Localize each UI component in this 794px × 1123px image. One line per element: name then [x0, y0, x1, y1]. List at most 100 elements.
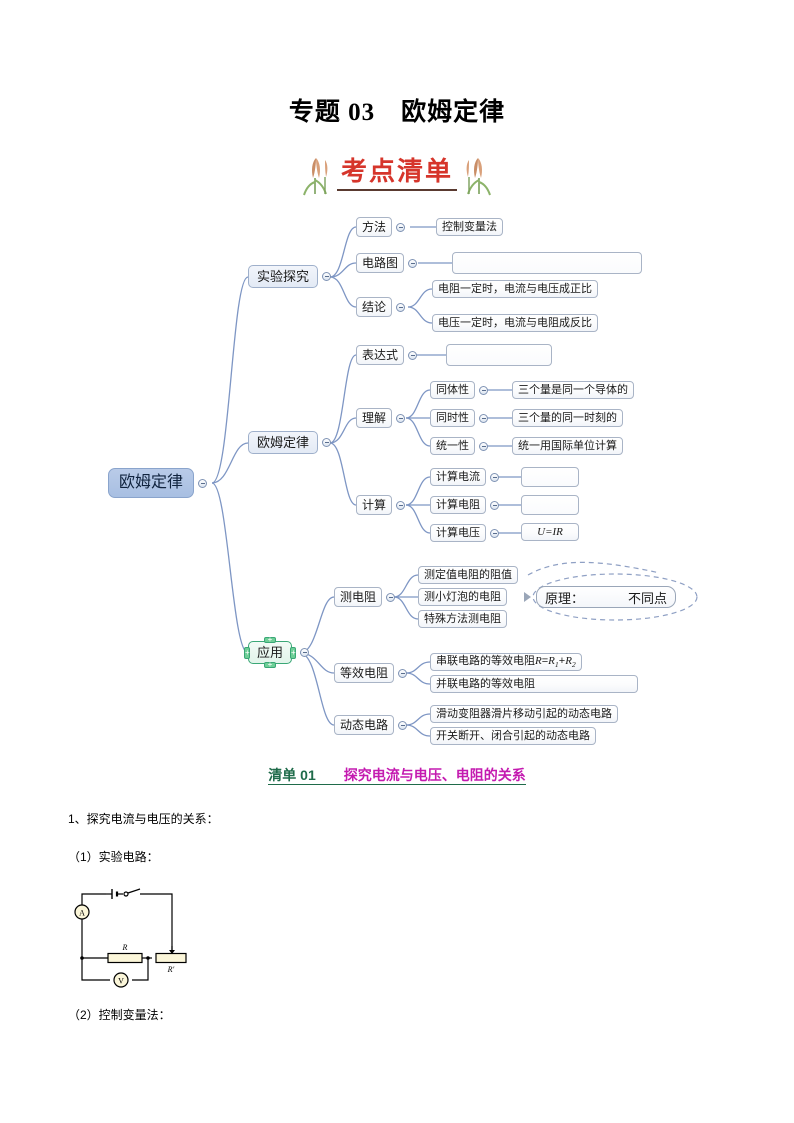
- mindmap-leaf-conclusion-1[interactable]: 电阻一定时，电流与电压成正比: [432, 280, 598, 298]
- node-box[interactable]: 表达式: [356, 345, 405, 365]
- node-box[interactable]: 电路图: [356, 253, 405, 273]
- leaf-box[interactable]: 测定值电阻的阻值: [418, 566, 518, 584]
- mindmap-leaf-calc-voltage[interactable]: U=IR: [521, 523, 579, 541]
- mindmap-node-calc-resistance[interactable]: 计算电阻: [430, 496, 499, 514]
- mindmap-branch-ohms-law[interactable]: 欧姆定律: [248, 431, 332, 454]
- mindmap-node-dynamic-circuit[interactable]: 动态电路: [334, 715, 408, 735]
- leaf-box[interactable]: 电阻一定时，电流与电压成正比: [432, 280, 598, 298]
- collapse-icon[interactable]: [396, 222, 406, 232]
- mindmap-leaf-same-time[interactable]: 三个量的同一时刻的: [512, 409, 623, 427]
- mindmap-leaf-measure-fixed[interactable]: 测定值电阻的阻值: [418, 566, 518, 584]
- mindmap-leaf-unified-units[interactable]: 统一用国际单位计算: [512, 437, 623, 455]
- branch-label-box[interactable]: 实验探究: [248, 265, 319, 288]
- mindmap-node-calc-voltage[interactable]: 计算电压: [430, 524, 499, 542]
- collapse-icon[interactable]: [479, 413, 488, 423]
- mindmap-node-measure-resistance[interactable]: 测电阻: [334, 587, 396, 607]
- mindmap-leaf-calc-resistance[interactable]: [521, 495, 579, 515]
- node-box[interactable]: 等效电阻: [334, 663, 395, 683]
- node-box[interactable]: 方法: [356, 217, 393, 237]
- mindmap-root-node[interactable]: 欧姆定律: [108, 468, 208, 498]
- mindmap-branch-application[interactable]: 应用: [244, 634, 310, 671]
- branch-label-box[interactable]: 应用: [244, 634, 297, 671]
- node-box[interactable]: 统一性: [430, 437, 475, 455]
- node-box[interactable]: 同时性: [430, 409, 475, 427]
- leaf-box[interactable]: [446, 344, 552, 366]
- mindmap-leaf-same-conductor[interactable]: 三个量是同一个导体的: [512, 381, 634, 399]
- mindmap-node-equivalent-resistance[interactable]: 等效电阻: [334, 663, 408, 683]
- mindmap-leaf-formula-empty[interactable]: [446, 344, 552, 366]
- node-box[interactable]: 同体性: [430, 381, 475, 399]
- mindmap-leaf-measure-bulb[interactable]: 测小灯泡的电阻: [418, 588, 507, 606]
- leaf-box[interactable]: [521, 467, 579, 487]
- node-box[interactable]: 计算电流: [430, 468, 486, 486]
- collapse-icon[interactable]: [322, 438, 332, 447]
- collapse-icon[interactable]: [322, 272, 332, 281]
- collapse-icon[interactable]: [398, 720, 408, 730]
- mindmap-node-same-time[interactable]: 同时性: [430, 409, 488, 427]
- leaf-box[interactable]: 特殊方法测电阻: [418, 610, 507, 628]
- collapse-icon[interactable]: [408, 350, 418, 360]
- leaf-box[interactable]: 统一用国际单位计算: [512, 437, 623, 455]
- mindmap-node-unified-units[interactable]: 统一性: [430, 437, 488, 455]
- collapse-icon[interactable]: [479, 385, 488, 395]
- leaf-box[interactable]: [452, 252, 642, 274]
- collapse-icon[interactable]: [396, 302, 406, 312]
- collapse-icon[interactable]: [300, 648, 310, 657]
- collapse-icon[interactable]: [396, 413, 406, 423]
- leaf-box[interactable]: 并联电路的等效电阻: [430, 675, 638, 693]
- mindmap-callout-principle[interactable]: 原理： 不同点: [536, 586, 677, 608]
- resize-handle-bottom[interactable]: [264, 659, 276, 671]
- collapse-icon[interactable]: [396, 500, 406, 510]
- leaf-box[interactable]: 开关断开、闭合引起的动态电路: [430, 727, 596, 745]
- node-box[interactable]: 计算电阻: [430, 496, 486, 514]
- mindmap-leaf-parallel-resistance[interactable]: 并联电路的等效电阻: [430, 675, 638, 693]
- mindmap-node-method[interactable]: 方法: [356, 217, 406, 237]
- mindmap-node-circuit-diagram[interactable]: 电路图: [356, 253, 418, 273]
- leaf-box[interactable]: 滑动变阻器滑片移动引起的动态电路: [430, 705, 618, 723]
- mindmap-leaf-control-variable[interactable]: 控制变量法: [436, 218, 503, 236]
- leaf-label: 测定值电阻的阻值: [424, 568, 512, 581]
- mindmap-leaf-series-resistance[interactable]: 串联电路的等效电阻R=R1+R2: [430, 653, 582, 671]
- leaf-box[interactable]: 控制变量法: [436, 218, 503, 236]
- leaf-box[interactable]: 三个量是同一个导体的: [512, 381, 634, 399]
- collapse-icon[interactable]: [490, 500, 499, 510]
- collapse-icon[interactable]: [386, 592, 396, 602]
- collapse-icon[interactable]: [198, 478, 208, 488]
- mindmap-node-formula[interactable]: 表达式: [356, 345, 418, 365]
- resize-handle-left[interactable]: [244, 646, 250, 659]
- mindmap-node-conclusion[interactable]: 结论: [356, 297, 406, 317]
- mindmap-root-box[interactable]: 欧姆定律: [108, 468, 195, 498]
- collapse-icon[interactable]: [408, 258, 418, 268]
- node-box[interactable]: 理解: [356, 408, 393, 428]
- mindmap-node-same-conductor[interactable]: 同体性: [430, 381, 488, 399]
- node-box[interactable]: 计算电压: [430, 524, 486, 542]
- leaf-box[interactable]: 电压一定时，电流与电阻成反比: [432, 314, 598, 332]
- mindmap-node-calc-current[interactable]: 计算电流: [430, 468, 499, 486]
- mindmap-leaf-calc-current[interactable]: [521, 467, 579, 487]
- mindmap-branch-experiment[interactable]: 实验探究: [248, 265, 332, 288]
- leaf-box[interactable]: [521, 495, 579, 515]
- collapse-icon[interactable]: [479, 441, 488, 451]
- leaf-box[interactable]: 三个量的同一时刻的: [512, 409, 623, 427]
- mindmap-leaf-circuit-empty[interactable]: [452, 252, 642, 274]
- mindmap-leaf-conclusion-2[interactable]: 电压一定时，电流与电阻成反比: [432, 314, 598, 332]
- resize-handle-top[interactable]: [264, 634, 276, 646]
- mindmap-leaf-measure-special[interactable]: 特殊方法测电阻: [418, 610, 507, 628]
- leaf-box[interactable]: 测小灯泡的电阻: [418, 588, 507, 606]
- mindmap-node-calculation[interactable]: 计算: [356, 495, 406, 515]
- leaf-label: U=IR: [537, 525, 563, 538]
- leaf-box[interactable]: 串联电路的等效电阻R=R1+R2: [430, 653, 582, 671]
- node-box[interactable]: 动态电路: [334, 715, 395, 735]
- collapse-icon[interactable]: [490, 472, 499, 482]
- collapse-icon[interactable]: [490, 528, 499, 538]
- node-box[interactable]: 结论: [356, 297, 393, 317]
- branch-label-box[interactable]: 欧姆定律: [248, 431, 319, 454]
- resize-handle-right[interactable]: [290, 646, 297, 659]
- mindmap-leaf-dynamic-slider[interactable]: 滑动变阻器滑片移动引起的动态电路: [430, 705, 618, 723]
- node-box[interactable]: 测电阻: [334, 587, 383, 607]
- mindmap-leaf-dynamic-switch[interactable]: 开关断开、闭合引起的动态电路: [430, 727, 596, 745]
- mindmap-node-understanding[interactable]: 理解: [356, 408, 406, 428]
- collapse-icon[interactable]: [398, 668, 408, 678]
- node-box[interactable]: 计算: [356, 495, 393, 515]
- leaf-box[interactable]: U=IR: [521, 523, 579, 541]
